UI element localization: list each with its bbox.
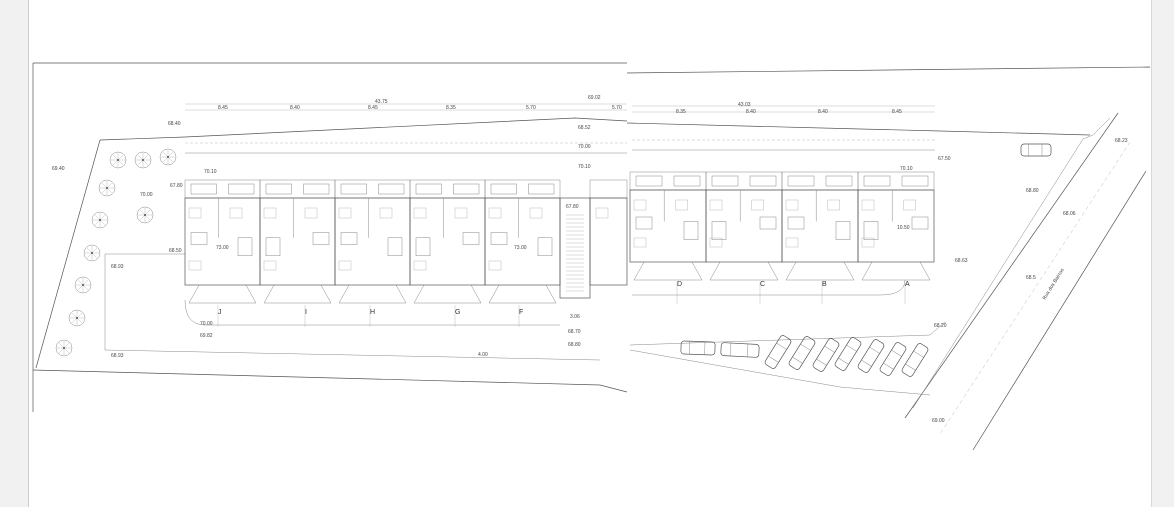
car-icon: [1020, 143, 1052, 157]
elevation: 67.80: [566, 204, 579, 210]
tree-icon: [98, 179, 116, 197]
car-icon: [812, 338, 840, 372]
tree-icon: [109, 151, 127, 169]
unit-label: I: [305, 309, 307, 316]
house-unit: A: [857, 171, 935, 304]
dim-seg: 8.40: [746, 109, 756, 115]
elevation: 68.93: [111, 353, 124, 359]
elevation: 68.5: [1026, 275, 1036, 281]
unit-label: J: [218, 309, 222, 316]
dim-seg: 8.35: [676, 109, 686, 115]
car-icon: [680, 340, 716, 356]
car-icon: [788, 336, 816, 370]
unit-label: G: [455, 309, 460, 316]
tree-icon: [55, 339, 73, 357]
elevation: 68.63: [955, 258, 968, 264]
house-unit-partial: [589, 179, 628, 286]
tree-icon: [83, 244, 101, 262]
dim-seg: 8.40: [818, 109, 828, 115]
elevation: 69.82: [200, 333, 213, 339]
dim-total-right: 43.03: [738, 102, 751, 108]
elevation: 68.70: [568, 329, 581, 335]
tree-icon: [159, 148, 177, 166]
dim-seg: 8.35: [446, 105, 456, 111]
tree-icon: [136, 206, 154, 224]
house-unit: I: [259, 179, 336, 327]
parking-cars: [680, 143, 1052, 377]
elevation: 68.80: [1026, 188, 1039, 194]
tree-icon: [74, 276, 92, 294]
elevation: 73.00: [216, 245, 229, 251]
elevation: 68.20: [934, 323, 947, 329]
car-icon: [901, 343, 929, 377]
elevation: 69.02: [588, 95, 601, 101]
elevation: 10.50: [897, 225, 910, 231]
road: [904, 112, 1147, 451]
dimension-lines: [185, 103, 935, 113]
unit-label: F: [519, 309, 523, 316]
dim-total-left: 43.75: [375, 99, 388, 105]
house-unit: D: [629, 171, 707, 304]
elevation: 68.23: [1115, 138, 1128, 144]
dim-seg: 5.70: [612, 105, 622, 111]
car-icon: [764, 335, 792, 369]
dim-seg: 8.45: [892, 109, 902, 115]
car-icon: [857, 339, 885, 373]
tree-icon: [68, 309, 86, 327]
unit-label: A: [905, 281, 910, 288]
elevation: 68.50: [169, 248, 182, 254]
stair-core: [559, 197, 591, 299]
car-icon: [720, 342, 760, 358]
dim-seg: 8.40: [290, 105, 300, 111]
tree-icon: [91, 211, 109, 229]
house-unit: F: [484, 179, 561, 327]
house-unit: B: [781, 171, 859, 304]
unit-label: H: [370, 309, 375, 316]
elevation: 69.00: [932, 418, 945, 424]
elevation: 68.06: [1063, 211, 1076, 217]
elevation: 70.10: [578, 164, 591, 170]
dim-seg: 5.70: [526, 105, 536, 111]
elevation: 68.40: [168, 121, 181, 127]
elevation: 70.00: [140, 192, 153, 198]
elevation: 70.00: [200, 321, 213, 327]
house-unit: H: [334, 179, 411, 327]
sheet-borders: [32, 62, 1151, 412]
row-houses: J I H G F D C B A: [184, 171, 935, 327]
car-icon: [879, 342, 907, 376]
trees: [55, 148, 177, 357]
elevation: 70.00: [578, 144, 591, 150]
elevation: 70.10: [204, 169, 217, 175]
elevation: 67.80: [170, 183, 183, 189]
unit-label: C: [760, 281, 765, 288]
site-boundary: [35, 117, 1091, 396]
dim-seg: 8.45: [218, 105, 228, 111]
unit-label: B: [822, 281, 827, 288]
elevation: 70.10: [900, 166, 913, 172]
elevation: 67.50: [938, 156, 951, 162]
elevation: 68.80: [568, 342, 581, 348]
elevation: 68.93: [111, 264, 124, 270]
house-unit: G: [409, 179, 486, 327]
house-unit: C: [705, 171, 783, 304]
elevation: 4.00: [478, 352, 488, 358]
car-icon: [834, 337, 862, 371]
dim-seg: 8.45: [368, 105, 378, 111]
elevation: 73.00: [514, 245, 527, 251]
elevation: 3.06: [570, 314, 580, 320]
unit-label: D: [677, 281, 682, 288]
elevation: 68.52: [578, 125, 591, 131]
house-unit: J: [184, 179, 261, 327]
elevation: 69.40: [52, 166, 65, 172]
tree-icon: [134, 151, 152, 169]
